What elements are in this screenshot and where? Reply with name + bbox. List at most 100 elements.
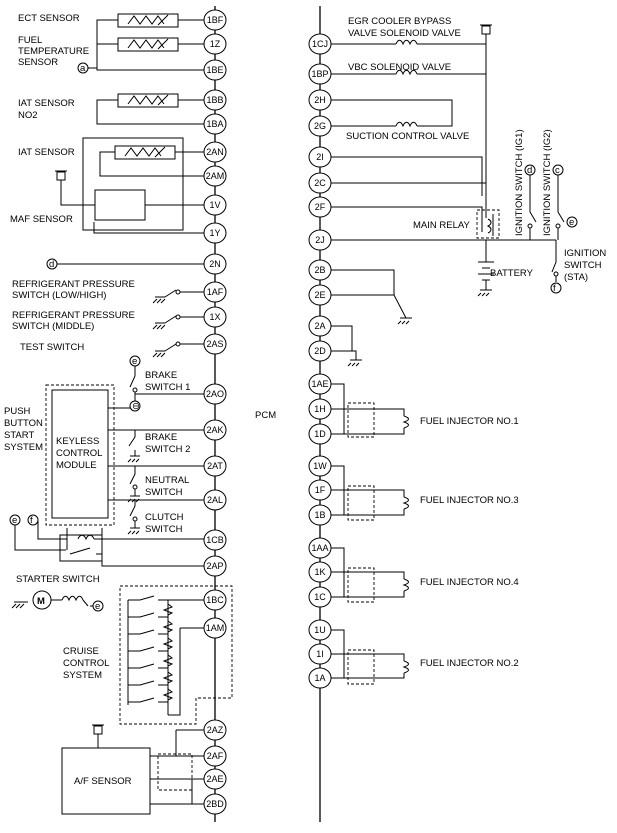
- ign-ig1-switch: [527, 174, 537, 240]
- svg-text:2F: 2F: [315, 202, 326, 212]
- clutch-label-1: CLUTCH: [145, 512, 184, 523]
- svg-text:1V: 1V: [209, 200, 220, 210]
- pcm-left-pin-1af: 1AF: [203, 281, 227, 303]
- svg-text:1D: 1D: [314, 429, 326, 439]
- svg-text:1AA: 1AA: [311, 543, 328, 553]
- svg-text:1CJ: 1CJ: [312, 39, 328, 49]
- fuel-temp-label-3: SENSOR: [18, 57, 58, 68]
- fuel-injector-1: FUEL INJECTOR NO.1: [331, 383, 519, 438]
- ref-e-marker-right: e: [566, 216, 578, 228]
- af-sensor-fuse: [92, 724, 104, 748]
- pcm-left-pin-2az: 2AZ: [203, 719, 227, 741]
- iat-maf-housing: [82, 137, 184, 231]
- svg-text:2AT: 2AT: [207, 461, 223, 471]
- af-sensor-box: [61, 747, 151, 815]
- vbc-solenoid-wiring: [331, 69, 486, 76]
- refrig-mid-switch: [152, 314, 204, 330]
- pcm-left-pin-2ao: 2AO: [203, 383, 227, 405]
- refrig-hl-switch: [152, 289, 204, 304]
- cruise-label-1: CRUISE: [63, 646, 99, 657]
- pcm-left-pin-2n: 2N: [203, 253, 227, 275]
- brake-switches: ⊖: [108, 366, 204, 463]
- svg-text:2I: 2I: [316, 152, 324, 162]
- pcm-right-pin-1u: 1U: [308, 619, 332, 641]
- pcm-right-pin-1c: 1C: [308, 586, 332, 608]
- pcm-right-pin-1a: 1A: [308, 667, 332, 689]
- fuel-injector-4: FUEL INJECTOR NO.4: [331, 547, 519, 603]
- svg-text:1H: 1H: [314, 404, 326, 414]
- cruise-label-3: SYSTEM: [63, 670, 102, 681]
- svg-text:2C: 2C: [314, 178, 326, 188]
- svg-text:d: d: [49, 259, 54, 270]
- fuel-injector-2: FUEL INJECTOR NO.2: [331, 629, 519, 685]
- svg-text:M: M: [37, 596, 45, 607]
- ref-d-marker-right: d: [524, 164, 536, 176]
- ref-c-marker: c: [552, 164, 564, 176]
- svg-text:1BP: 1BP: [311, 69, 328, 79]
- svg-text:1Y: 1Y: [209, 228, 220, 238]
- svg-text:a: a: [80, 63, 86, 74]
- pcm-right-pin-1w: 1W: [308, 455, 332, 477]
- pcm-right-pin-1aa: 1AA: [308, 537, 332, 559]
- pcm-left-pin-2af: 2AF: [203, 745, 227, 767]
- svg-text:2AZ: 2AZ: [207, 725, 224, 735]
- ref-a-marker: a: [77, 62, 89, 74]
- main-relay-coil: [481, 214, 494, 236]
- pcm-left-pin-1ba: 1BA: [203, 113, 227, 135]
- pcm-left-pin-1be: 1BE: [203, 59, 227, 81]
- pcm-left-pin-2bd: 2BD: [203, 793, 227, 815]
- pcm-left-pin-2an: 2AN: [203, 141, 227, 163]
- svg-text:1F: 1F: [315, 485, 326, 495]
- svg-text:1X: 1X: [209, 312, 220, 322]
- push-label-1: PUSH: [4, 406, 31, 417]
- ref-e-marker-motor: e: [92, 600, 104, 612]
- ign-ig2-switch: [555, 174, 565, 240]
- fuel-temp-label-2: TEMPERATURE: [18, 46, 89, 57]
- svg-text:2B: 2B: [314, 265, 325, 275]
- egr-label-1: EGR COOLER BYPASS: [348, 16, 451, 27]
- keyless-label-3: MODULE: [56, 460, 97, 471]
- fuel-injector-4-label: FUEL INJECTOR NO.4: [420, 577, 519, 588]
- pcm-left-pin-2ap: 2AP: [203, 555, 227, 577]
- push-label-4: SYSTEM: [4, 442, 43, 453]
- svg-text:e: e: [569, 217, 574, 228]
- pcm-left-pin-1cb: 1CB: [203, 529, 227, 551]
- svg-text:1BF: 1BF: [207, 15, 224, 25]
- svg-text:2AE: 2AE: [206, 774, 223, 784]
- ign-ig1-label: IGNITION SWITCH (IG1): [514, 129, 525, 236]
- ign-sta-label-2: SWITCH: [564, 260, 602, 271]
- push-label-3: START: [4, 430, 34, 441]
- pcm-right-pin-2d: 2D: [308, 340, 332, 362]
- svg-text:2A: 2A: [314, 321, 325, 331]
- egr-fuse: [480, 24, 492, 44]
- pcm-right-pin-2e: 2E: [308, 284, 332, 306]
- svg-text:1BB: 1BB: [206, 95, 223, 105]
- ground-2a-2d-wiring: [331, 325, 362, 367]
- refrig-hl-label-2: SWITCH (LOW/HIGH): [12, 290, 106, 301]
- svg-text:2E: 2E: [314, 290, 325, 300]
- svg-text:1BA: 1BA: [206, 119, 223, 129]
- starter-switch-label: STARTER SWITCH: [16, 574, 100, 585]
- fuel-temp-sensor-thermistor: [117, 37, 179, 52]
- pcm-left-pin-2as: 2AS: [203, 333, 227, 355]
- pcm-left-pin-1bf: 1BF: [203, 9, 227, 31]
- fuel-injector-2-label: FUEL INJECTOR NO.2: [420, 658, 519, 669]
- svg-text:f: f: [30, 515, 33, 526]
- svg-text:1AM: 1AM: [206, 623, 225, 633]
- svg-text:1U: 1U: [314, 625, 326, 635]
- svg-text:c: c: [555, 165, 560, 176]
- ign-sta-switch: [551, 240, 559, 282]
- iat-sensor-no2-label-2: NO2: [18, 110, 38, 121]
- svg-text:2AO: 2AO: [206, 389, 224, 399]
- pcm-left-pin-1am: 1AM: [203, 617, 227, 639]
- pcm-left-pin-2am: 2AM: [203, 165, 227, 187]
- pcm-right-pin-2a: 2A: [308, 315, 332, 337]
- pcm-right-pin-2f: 2F: [308, 196, 332, 218]
- refrig-mid-label-2: SWITCH (MIDDLE): [12, 321, 94, 332]
- svg-text:2D: 2D: [314, 346, 326, 356]
- brake2-label-1: BRAKE: [145, 432, 177, 443]
- pcm-right-pin-1cj: 1CJ: [308, 33, 332, 55]
- pcm-right-pin-1d: 1D: [308, 423, 332, 445]
- pcm-right-pin-1b: 1B: [308, 504, 332, 526]
